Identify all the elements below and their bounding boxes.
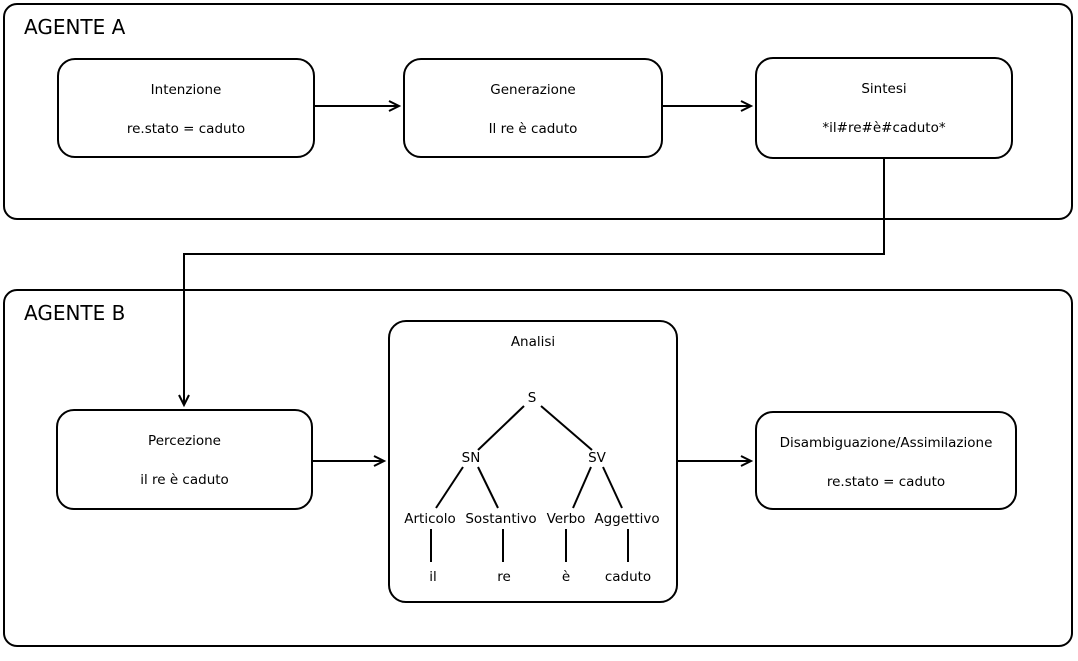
perception-value: il re è caduto xyxy=(140,472,229,488)
intention-node: Intenzione re.stato = caduto xyxy=(57,58,315,158)
tree-terminal-e: è xyxy=(561,569,571,585)
synthesis-title: Sintesi xyxy=(861,81,907,97)
tree-node-s: S xyxy=(527,390,537,406)
analysis-node: Analisi xyxy=(388,320,678,603)
intention-value: re.stato = caduto xyxy=(126,121,246,137)
disambiguation-node: Disambiguazione/Assimilazione re.stato =… xyxy=(755,411,1017,510)
tree-node-sv: SV xyxy=(588,450,606,466)
tree-category-verbo: Verbo xyxy=(546,511,586,527)
agent-b-label: AGENTE B xyxy=(24,301,126,325)
tree-category-sostantivo: Sostantivo xyxy=(465,511,537,527)
perception-node: Percezione il re è caduto xyxy=(56,409,313,510)
tree-terminal-re: re xyxy=(497,569,511,585)
tree-terminal-caduto: caduto xyxy=(604,569,652,585)
synthesis-value: *il#re#è#caduto* xyxy=(822,120,946,136)
tree-terminal-il: il xyxy=(429,569,437,585)
disambiguation-value: re.stato = caduto xyxy=(826,474,946,490)
generation-value: Il re è caduto xyxy=(488,121,578,137)
intention-title: Intenzione xyxy=(150,82,222,98)
tree-node-sn: SN xyxy=(461,450,481,466)
agent-a-label: AGENTE A xyxy=(24,15,126,39)
analysis-title: Analisi xyxy=(510,334,556,350)
synthesis-node: Sintesi *il#re#è#caduto* xyxy=(755,57,1013,159)
generation-node: Generazione Il re è caduto xyxy=(403,58,663,158)
tree-category-aggettivo: Aggettivo xyxy=(594,511,660,527)
generation-title: Generazione xyxy=(490,82,576,98)
perception-title: Percezione xyxy=(148,433,221,449)
tree-category-articolo: Articolo xyxy=(404,511,456,527)
disambiguation-title: Disambiguazione/Assimilazione xyxy=(779,435,993,451)
